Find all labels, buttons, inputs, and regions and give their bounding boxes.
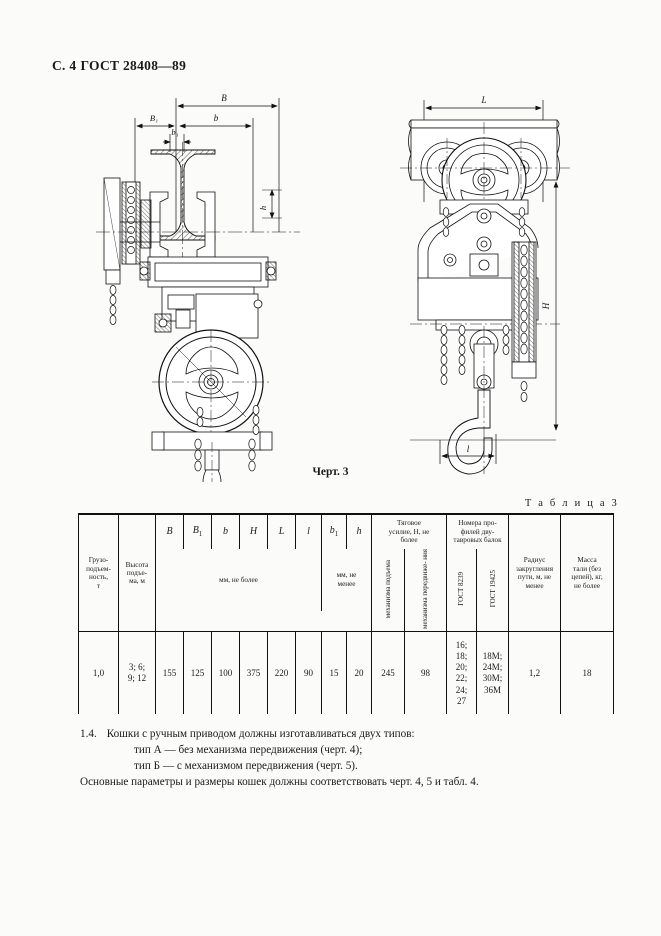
th-sym-B: B <box>155 513 184 549</box>
th-unit-max: мм, не более <box>155 549 322 611</box>
cell-b1: 15 <box>321 631 347 715</box>
figure-3-drawings: B B₁ b <box>0 82 661 482</box>
cell-H: 375 <box>239 631 268 715</box>
cell-radius: 1,2 <box>508 631 562 715</box>
svg-text:B₁: B₁ <box>150 113 158 123</box>
svg-text:B: B <box>221 93 227 103</box>
th-traction-lift: механизма подъема <box>371 549 405 632</box>
table-label: Т а б л и ц а 3 <box>524 498 619 509</box>
th-curve-radius: Радиус закругления пути, м, не менее <box>508 513 562 632</box>
th-gost-8239: ГОСТ 8239 <box>446 549 478 632</box>
cell-traction-lift: 245 <box>371 631 405 715</box>
cell-lift-height: 3; 6; 9; 12 <box>118 631 156 715</box>
clause-summary: Основные параметры и размеры кошек должн… <box>80 775 479 788</box>
th-sym-H: H <box>239 513 268 549</box>
cell-gost-8239: 16; 18; 20; 22; 24; 27 <box>446 631 478 715</box>
clause-type-b: тип Б — с механизмом передвижения (черт.… <box>134 759 358 772</box>
cell-capacity: 1,0 <box>78 631 119 715</box>
cell-traction-travel: 98 <box>403 631 448 715</box>
clause-type-a: тип А — без механизма передвижения (черт… <box>134 743 363 756</box>
cell-h: 20 <box>346 631 372 715</box>
th-gost-19425: ГОСТ 19425 <box>476 549 510 632</box>
cell-mass: 18 <box>560 631 615 715</box>
cell-b: 100 <box>211 631 240 715</box>
svg-text:b₁: b₁ <box>171 127 178 137</box>
th-mass: Масса тали (без цепей), кг, не более <box>560 513 615 632</box>
page-number: С. 4 <box>52 58 77 73</box>
clause-text: Кошки с ручным приводом должны изготавли… <box>106 728 415 740</box>
svg-text:b: b <box>214 113 219 123</box>
th-unit-min: мм, не менее <box>321 549 372 611</box>
clause-1-4: 1.4. Кошки с ручным приводом должны изгот… <box>80 727 585 743</box>
specification-table: Грузо- подъем- ность, т Высота подъе- ма… <box>78 513 615 715</box>
th-capacity: Грузо- подъем- ность, т <box>78 513 119 632</box>
cell-l: 90 <box>295 631 322 715</box>
th-sym-l: l <box>295 513 322 549</box>
th-beam-profiles: Номера про- филей дву- тавровых балок <box>446 513 510 549</box>
clause-number: 1.4. <box>80 728 97 740</box>
clause-block: 1.4. Кошки с ручным приводом должны изгот… <box>80 727 585 791</box>
cell-B: 155 <box>155 631 184 715</box>
svg-text:H: H <box>541 302 551 310</box>
th-traction-travel: механизма передвиже- ния <box>403 549 448 632</box>
th-sym-b: b <box>211 513 240 549</box>
th-spacer <box>155 610 372 632</box>
th-traction-force: Тяговое усилие, Н, не более <box>370 513 448 549</box>
standard-designation: ГОСТ 28408—89 <box>80 58 187 73</box>
th-lift-height: Высота подъе- ма, м <box>118 513 156 632</box>
th-sym-b1: b1 <box>321 513 347 549</box>
figure-caption: Черт. 3 <box>312 466 349 478</box>
th-sym-h: h <box>346 513 372 549</box>
svg-text:L: L <box>480 95 486 105</box>
svg-text:l: l <box>467 444 470 454</box>
svg-text:h: h <box>258 206 268 210</box>
cell-L: 220 <box>267 631 296 715</box>
cell-gost-19425: 18М; 24М; 30М; 36М <box>476 631 510 715</box>
cell-B1: 125 <box>183 631 212 715</box>
table-row: 1,0 3; 6; 9; 12 155 125 100 375 220 90 1… <box>78 631 615 715</box>
th-sym-B1: B1 <box>183 513 212 549</box>
technical-drawing-svg: B B₁ b <box>96 93 570 482</box>
th-sym-L: L <box>267 513 296 549</box>
